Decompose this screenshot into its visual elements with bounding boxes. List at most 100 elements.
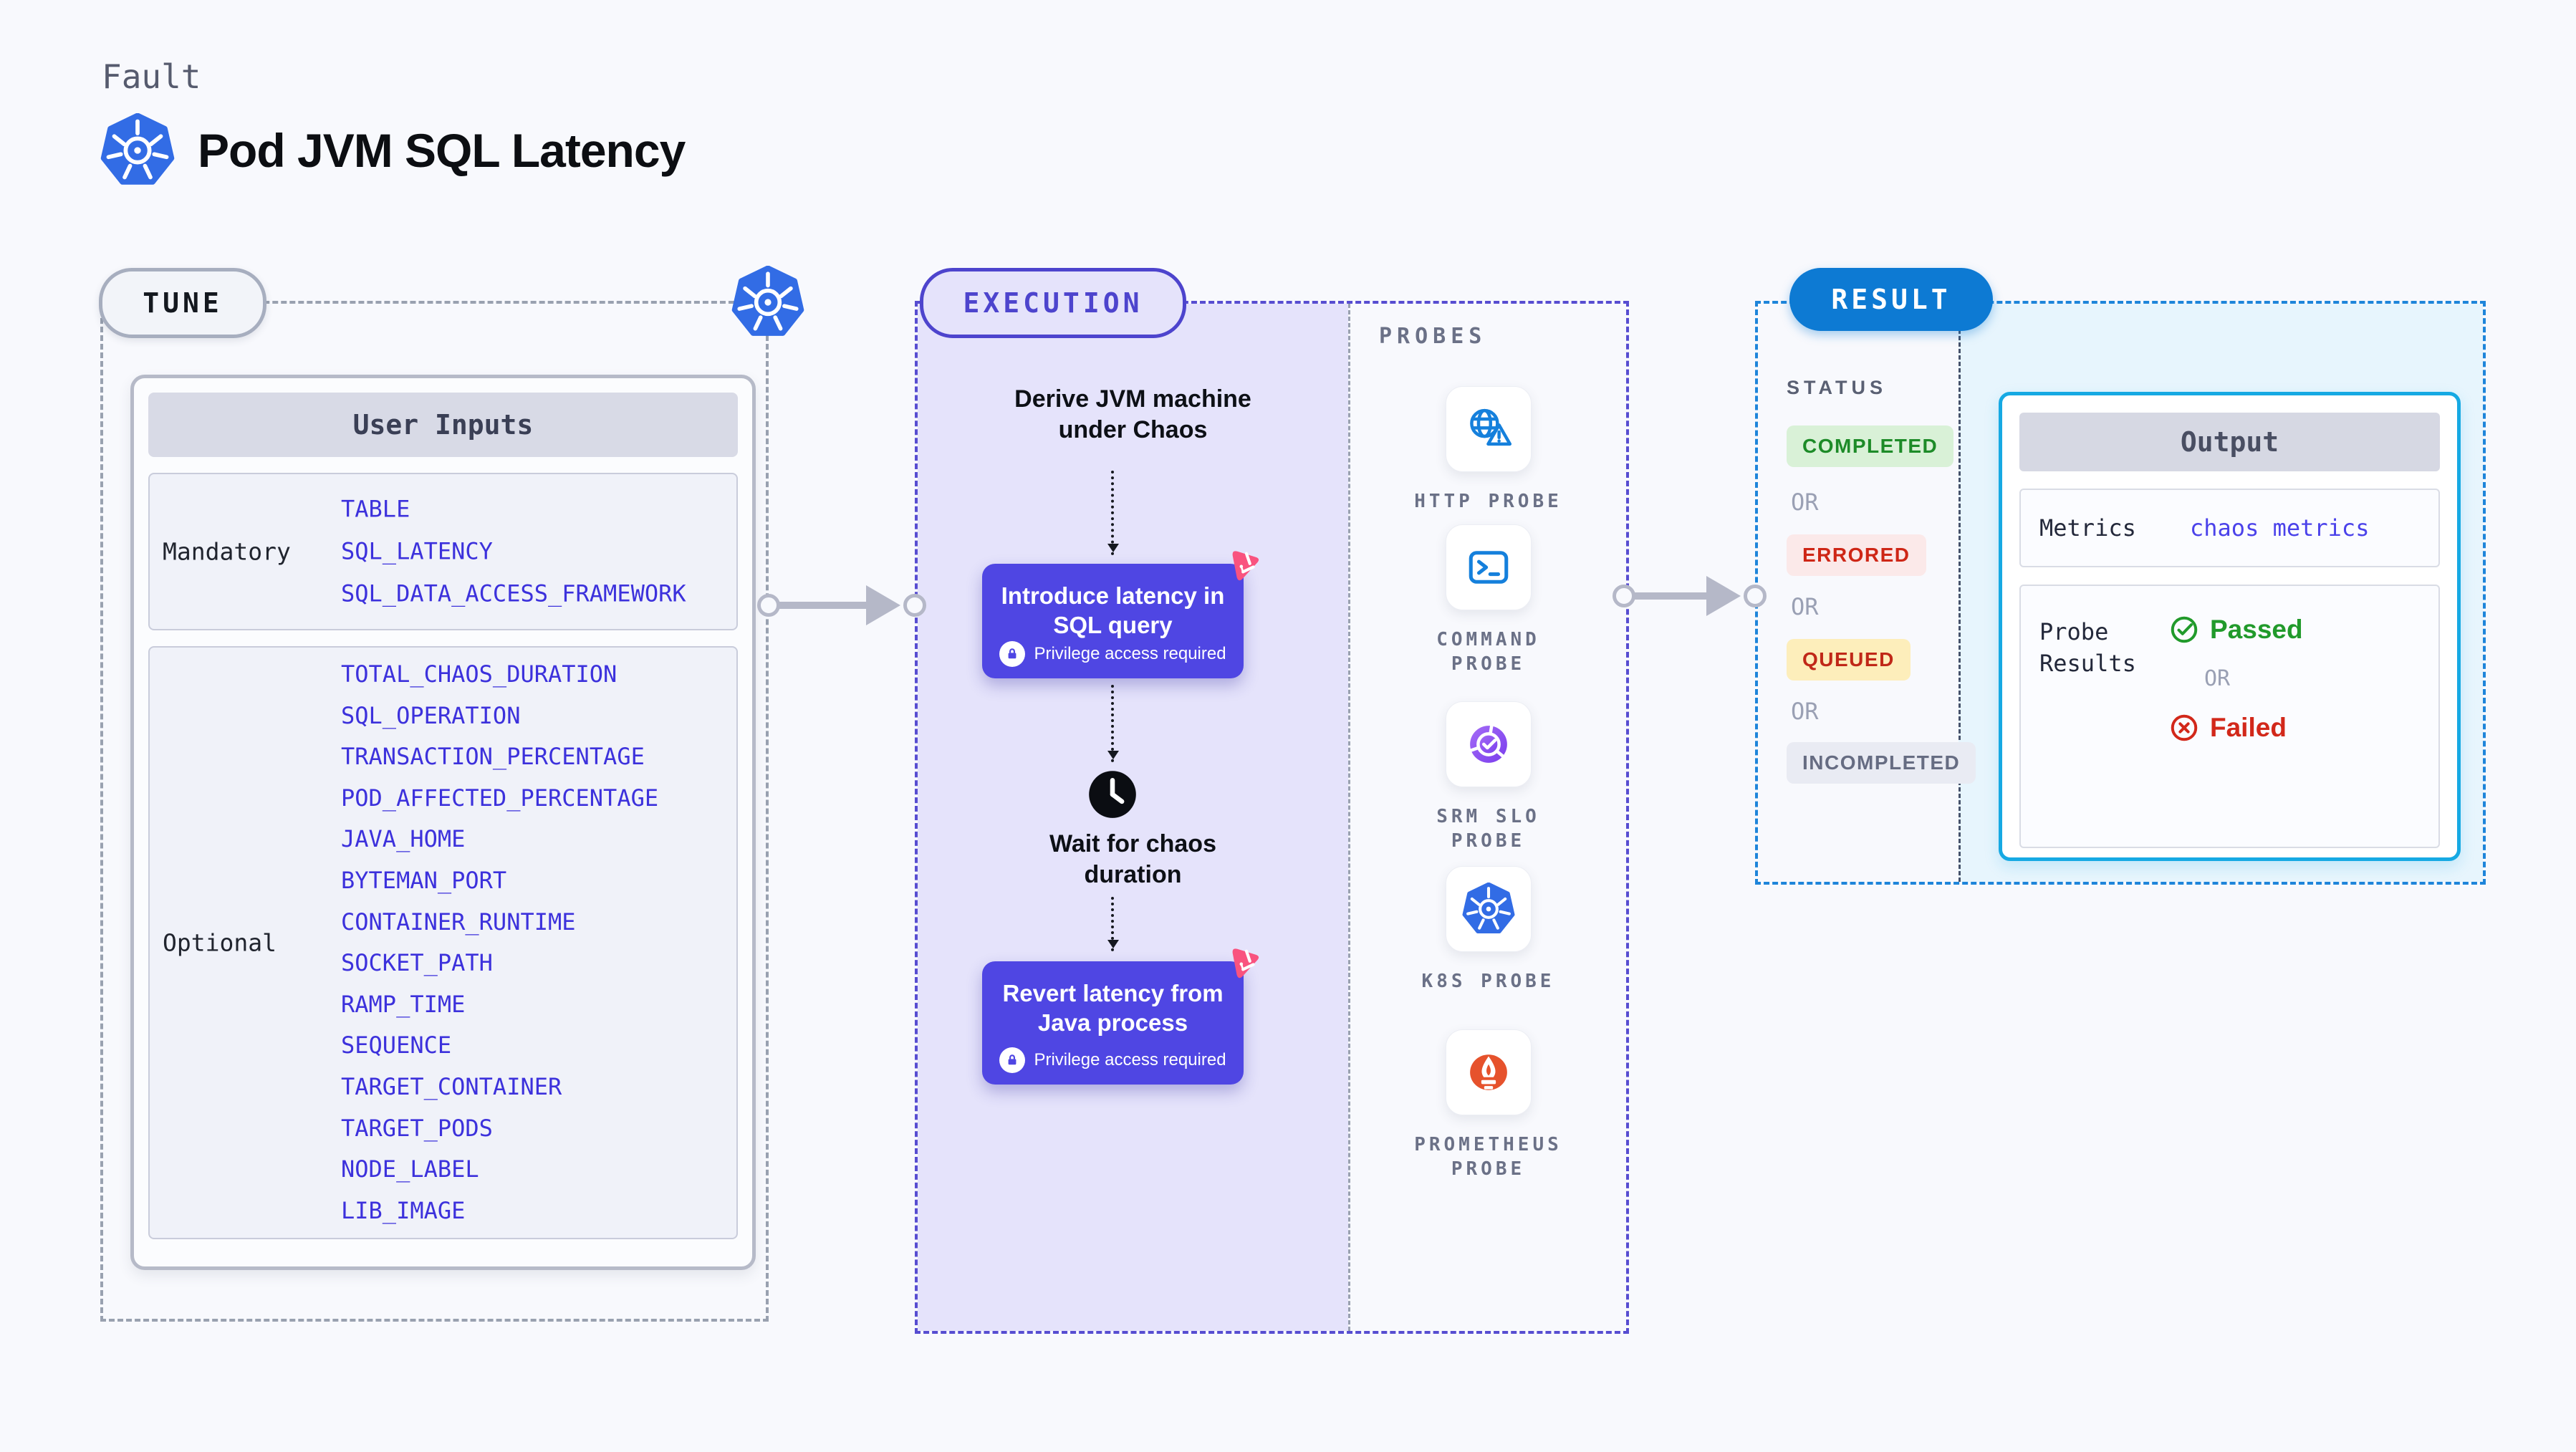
clock-icon (1087, 769, 1138, 819)
passed-line: Passed (2170, 615, 2303, 645)
output-card: Output Metrics chaos metrics Probe Resul… (1999, 392, 2461, 861)
kubernetes-icon (731, 266, 804, 339)
input-item: SOCKET_PATH (341, 949, 493, 976)
flow-connector (1107, 471, 1119, 555)
kubernetes-icon (100, 113, 175, 188)
probe-srm-slo: SRM SLO PROBE (1350, 701, 1626, 853)
failed-label: Failed (2210, 713, 2287, 742)
mandatory-items: TABLE SQL_LATENCY SQL_DATA_ACCESS_FRAMEWOR… (341, 489, 686, 615)
privilege-note: Privilege access required (1034, 1050, 1226, 1069)
action-title: Revert latency from Java process (1002, 980, 1224, 1036)
k8s-probe-icon (1445, 866, 1532, 952)
probe-results-row: Probe Results Passed OR (2019, 585, 2440, 848)
status-badge-incompleted: INCOMPLETED (1787, 742, 1976, 784)
status-or: OR (1791, 698, 1819, 725)
execution-to-result-arrow (1613, 576, 1767, 616)
optional-inputs-row: Optional TOTAL_CHAOS_DURATION SQL_OPERATI… (148, 646, 738, 1239)
input-item: BYTEMAN_PORT (341, 866, 507, 894)
status-label: STATUS (1787, 377, 1887, 398)
input-item: TOTAL_CHAOS_DURATION (341, 660, 617, 688)
optional-label: Optional (163, 928, 277, 957)
input-item: SQL_LATENCY (341, 537, 493, 565)
tune-to-execution-arrow (757, 585, 926, 625)
page-title-row: Pod JVM SQL Latency (100, 113, 686, 188)
probe-http: HTTP PROBE (1350, 386, 1626, 514)
flow-connector (1107, 685, 1119, 762)
arrow-shaft (779, 602, 870, 609)
mandatory-label: Mandatory (163, 537, 291, 566)
probes-column: PROBES HTTP PROBE (1348, 304, 1626, 1331)
input-item: NODE_LABEL (341, 1155, 479, 1183)
input-item: TABLE (341, 495, 410, 523)
metrics-value: chaos metrics (2190, 514, 2370, 542)
optional-items: TOTAL_CHAOS_DURATION SQL_OPERATION TRANSAC… (341, 654, 658, 1231)
probe-command: COMMAND PROBE (1350, 524, 1626, 676)
metrics-label: Metrics (2039, 514, 2136, 542)
output-header: Output (2019, 413, 2440, 471)
fault-kicker: Fault (102, 57, 201, 96)
input-item: SQL_OPERATION (341, 701, 521, 729)
lock-icon (999, 641, 1026, 667)
status-badge-queued: QUEUED (1787, 639, 1911, 681)
privilege-row: Privilege access required (982, 1047, 1244, 1073)
action-title: Introduce latency in SQL query (1001, 582, 1225, 638)
flow-step-wait: Wait for chaos duration (1049, 830, 1216, 888)
tune-panel (100, 301, 769, 1322)
probe-prometheus: PROMETHEUS PROBE (1350, 1029, 1626, 1181)
result-divider (1959, 304, 1961, 882)
arrow-head (1706, 576, 1741, 616)
execution-badge: EXECUTION (920, 268, 1186, 338)
check-circle-icon (2170, 615, 2198, 644)
status-badge-errored: ERRORED (1787, 534, 1926, 576)
litmus-chaos-icon (1224, 547, 1263, 586)
probes-title: PROBES (1379, 324, 1487, 349)
input-item: CONTAINER_RUNTIME (341, 908, 576, 936)
command-probe-icon (1445, 524, 1532, 610)
flow-connector (1107, 897, 1119, 951)
litmus-chaos-icon (1224, 944, 1263, 984)
input-item: TRANSACTION_PERCENTAGE (341, 743, 645, 771)
user-inputs-card: User Inputs Mandatory TABLE SQL_LATENCY SQ… (130, 375, 756, 1270)
arrow-shaft (1634, 592, 1711, 600)
tune-badge: TUNE (99, 268, 266, 338)
status-badge-completed: COMPLETED (1787, 425, 1954, 467)
lock-icon (999, 1047, 1026, 1073)
revert-latency-step: Revert latency from Java process Privile… (982, 948, 1259, 1085)
metrics-row: Metrics chaos metrics (2019, 489, 2440, 567)
status-or: OR (1791, 489, 1819, 516)
input-item: SQL_DATA_ACCESS_FRAMEWORK (341, 580, 686, 607)
probe-k8s: K8S PROBE (1350, 866, 1626, 994)
x-circle-icon (2170, 713, 2198, 742)
execution-panel: Derive JVM machine under Chaos Introduce… (915, 301, 1629, 1334)
input-item: POD_AFFECTED_PERCENTAGE (341, 784, 659, 812)
input-item: RAMP_TIME (341, 990, 466, 1018)
arrow-end-dot (903, 594, 926, 617)
probe-results-or: OR (2204, 666, 2231, 691)
failed-line: Failed (2170, 713, 2303, 743)
srm-slo-probe-icon (1445, 701, 1532, 787)
input-item: JAVA_HOME (341, 825, 466, 853)
page-title: Pod JVM SQL Latency (198, 124, 686, 177)
flow-step-derive: Derive JVM machine under Chaos (1014, 385, 1251, 443)
result-badge: RESULT (1789, 268, 1993, 331)
arrow-head (866, 585, 900, 625)
arrow-start-dot (757, 594, 780, 617)
http-probe-icon (1445, 386, 1532, 472)
probe-results-values: Passed OR Failed (2170, 615, 2303, 743)
privilege-note: Privilege access required (1034, 644, 1226, 663)
user-inputs-header: User Inputs (148, 393, 738, 457)
inject-latency-step: Introduce latency in SQL query Privilege… (982, 551, 1259, 678)
input-item: SEQUENCE (341, 1032, 452, 1059)
status-or: OR (1791, 593, 1819, 620)
prometheus-probe-icon (1445, 1029, 1532, 1115)
probe-results-label: Probe Results (2039, 618, 2136, 677)
mandatory-inputs-row: Mandatory TABLE SQL_LATENCY SQL_DATA_ACCES… (148, 473, 738, 630)
input-item: LIB_IMAGE (341, 1196, 466, 1224)
execution-flow-area: Derive JVM machine under Chaos Introduce… (918, 304, 1348, 1331)
passed-label: Passed (2210, 615, 2303, 644)
arrow-start-dot (1613, 585, 1635, 607)
input-item: TARGET_CONTAINER (341, 1072, 562, 1100)
input-item: TARGET_PODS (341, 1114, 493, 1142)
arrow-end-dot (1744, 585, 1767, 607)
